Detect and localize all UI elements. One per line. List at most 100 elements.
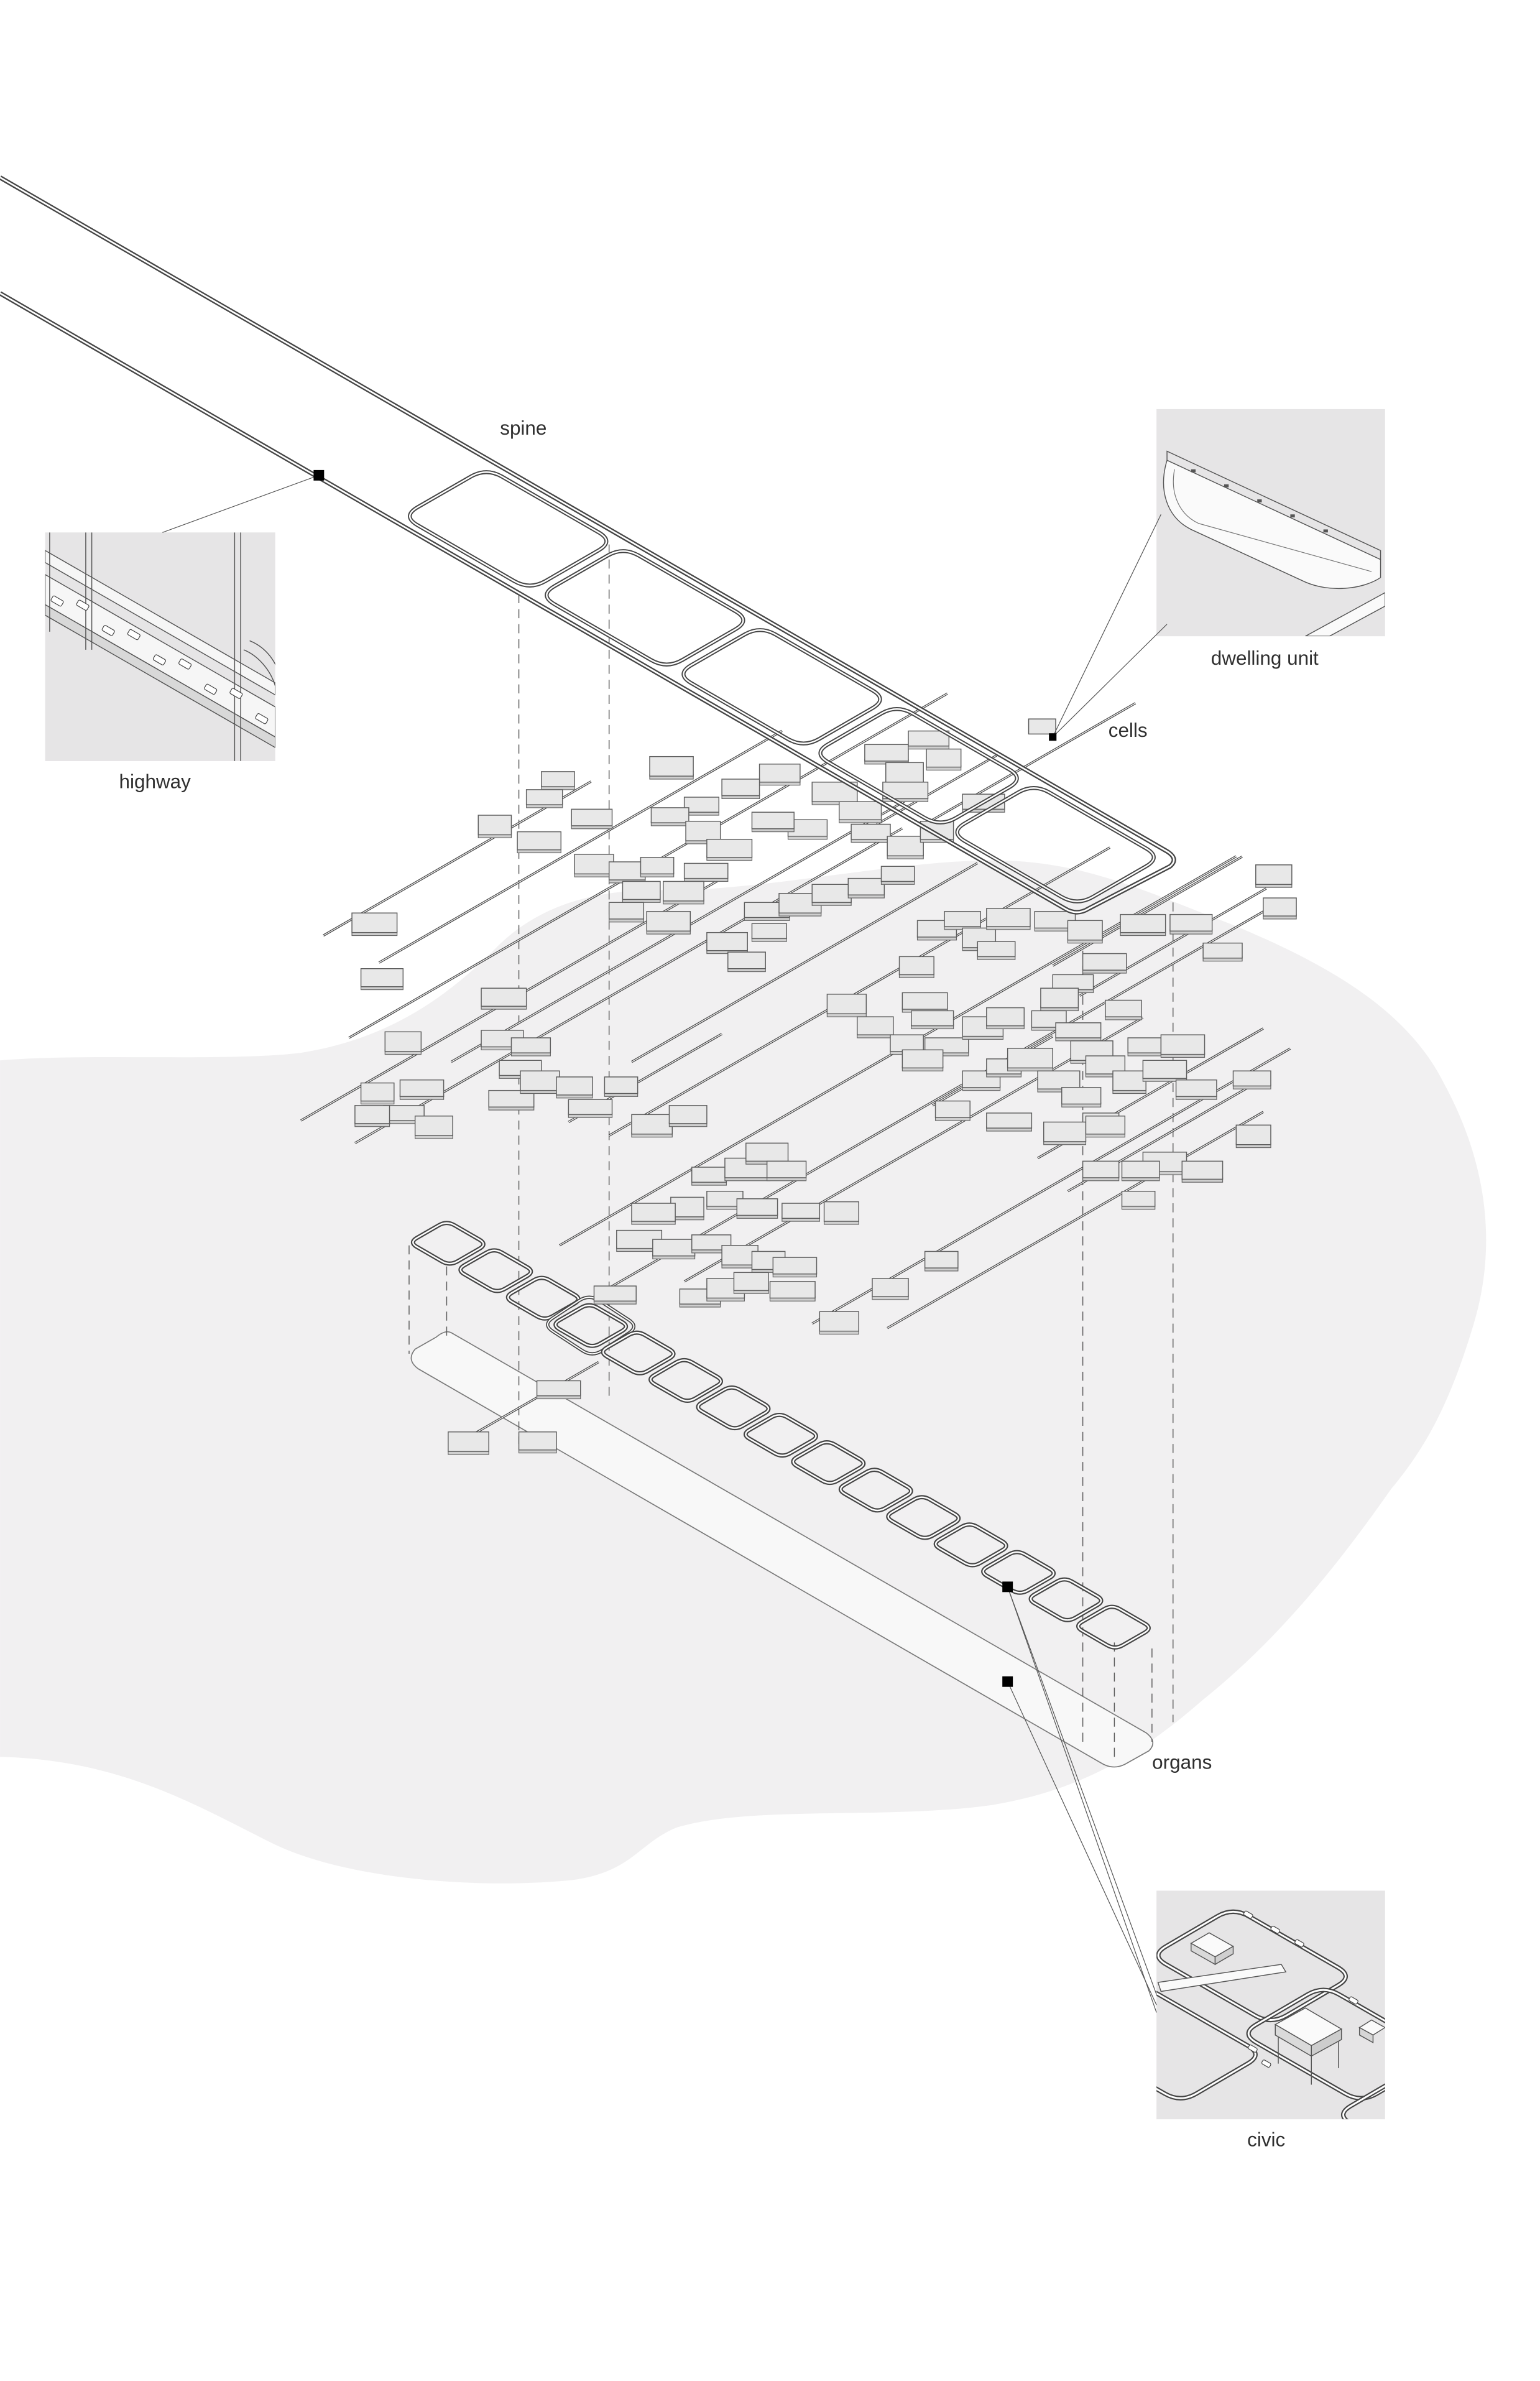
cell-box — [851, 823, 891, 843]
cell-box — [556, 1076, 593, 1099]
cell-rail — [924, 702, 1137, 826]
cell-rail — [608, 846, 1111, 1137]
spine-cell — [681, 628, 882, 746]
spine-cell — [818, 707, 1019, 825]
cell-box — [1263, 897, 1297, 920]
cell-box — [1127, 1037, 1162, 1056]
cell-box — [663, 881, 704, 905]
dwelling-unit-label: dwelling unit — [1211, 647, 1319, 669]
cell-box — [727, 951, 766, 973]
cell-box — [1235, 1124, 1271, 1149]
organ-cell — [933, 1522, 1008, 1568]
cell-box — [857, 1016, 894, 1038]
cell-box — [631, 1114, 673, 1138]
organ-cell — [696, 1385, 771, 1431]
cell-box — [399, 1079, 445, 1100]
spine-cell — [408, 470, 609, 588]
cell-box — [1034, 911, 1076, 932]
civic-leader — [1007, 1586, 1157, 2013]
cell-box — [525, 789, 563, 808]
cell-box — [1121, 1160, 1160, 1181]
cell-box — [650, 807, 689, 826]
civic-leader — [1007, 1681, 1157, 2005]
cell-box — [924, 1251, 959, 1272]
civic-inset — [1156, 1890, 1385, 2120]
organ-cell-marker — [1002, 1581, 1013, 1593]
organ-cell — [744, 1413, 818, 1458]
car — [1294, 1939, 1304, 1948]
cell-box — [640, 857, 675, 877]
cell-rail — [1079, 887, 1267, 997]
cell-rail — [631, 862, 979, 1063]
organ-cell — [791, 1440, 866, 1486]
highway-inset — [45, 532, 275, 761]
civic-inset-frame — [1156, 1890, 1385, 2120]
organ-cell — [601, 1330, 676, 1375]
civic-slab-building — [1157, 1932, 1287, 1992]
civic-illustration — [1156, 1909, 1385, 2120]
cell-box — [448, 1431, 489, 1455]
car — [255, 713, 269, 724]
cell-box — [1037, 1070, 1081, 1093]
organs-label: organs — [1152, 1752, 1212, 1773]
civic-cell — [1341, 2083, 1385, 2120]
cell-box — [901, 1049, 944, 1071]
cell-rail — [683, 1017, 1144, 1283]
cell-box — [908, 730, 950, 750]
cell-rail — [1052, 855, 1243, 967]
organ-cell-ring — [546, 1295, 636, 1356]
cell-box — [766, 1160, 807, 1181]
cell-box — [1061, 1087, 1102, 1107]
highway-label: highway — [119, 770, 191, 792]
cell-box — [481, 987, 527, 1010]
cell-box — [751, 923, 787, 942]
cell-box — [1055, 1022, 1102, 1042]
cell-box — [631, 1203, 676, 1225]
car — [1261, 2060, 1271, 2068]
cell-box — [668, 1105, 708, 1127]
car — [1248, 2044, 1258, 2053]
dwelling-unit-leader — [1052, 514, 1161, 737]
cell-box — [477, 815, 512, 838]
car — [152, 654, 166, 665]
cell-rail — [378, 729, 783, 964]
cell-box — [608, 902, 645, 923]
cell-box — [986, 908, 1031, 930]
cell-box — [360, 968, 404, 991]
highway-marker — [313, 469, 325, 481]
cell-box — [751, 811, 795, 833]
cell-box — [510, 1037, 551, 1056]
organ-cell — [1028, 1577, 1104, 1622]
civic-small-building — [1358, 2019, 1385, 2043]
organ-cell — [886, 1495, 961, 1540]
cell-box — [1169, 913, 1213, 935]
cell-box — [887, 836, 924, 859]
car — [204, 683, 218, 695]
cell-box — [608, 861, 646, 884]
cell-box — [823, 1201, 859, 1225]
car — [50, 595, 64, 607]
cell-box — [872, 1278, 909, 1300]
cell-box — [1142, 1060, 1187, 1082]
cell-box — [706, 838, 753, 861]
cell-box — [691, 1167, 727, 1186]
organs-base-strip — [410, 1331, 1154, 1768]
cells-marker — [1049, 733, 1057, 741]
cell-box — [1255, 864, 1293, 888]
cells-label: cells — [1109, 719, 1148, 741]
dwelling-unit-illustration — [1163, 450, 1385, 637]
cell-box — [826, 994, 867, 1017]
cell-box — [571, 808, 613, 830]
cell-box — [568, 1099, 613, 1118]
cell-box — [414, 1116, 453, 1139]
cell-box — [360, 1082, 395, 1105]
cell-unit-box — [1028, 718, 1056, 735]
cell-box — [683, 862, 729, 882]
dwelling-unit-leader — [1052, 624, 1168, 737]
cell-box — [649, 756, 694, 780]
cell-box — [1175, 1079, 1217, 1100]
cell-box — [604, 1076, 639, 1097]
cell-box — [536, 1380, 581, 1400]
organ-cell — [553, 1303, 629, 1348]
cell-box — [685, 820, 721, 844]
